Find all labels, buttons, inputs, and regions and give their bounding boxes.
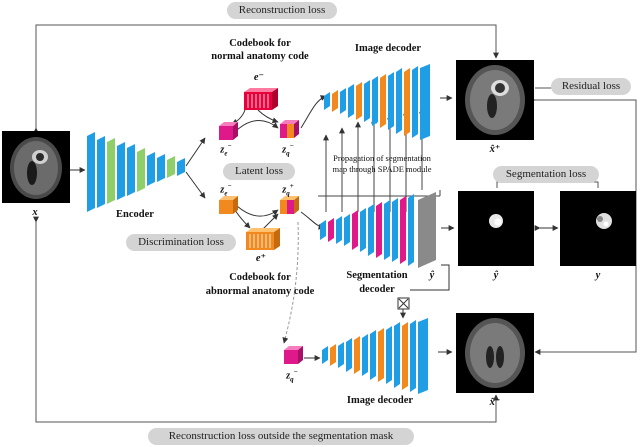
symbol-zq-minus-bottom: zq− bbox=[286, 368, 298, 384]
output-brain-scan-minus bbox=[456, 313, 534, 393]
discrimination-loss-pill: Discrimination loss bbox=[126, 234, 236, 251]
latent-ze-minus-mid bbox=[219, 196, 238, 214]
symbol-y-hat-left: ŷ bbox=[429, 270, 435, 281]
codebook-normal-title-1: Codebook for bbox=[229, 38, 291, 49]
symbol-x: x bbox=[32, 207, 38, 218]
encoder-block bbox=[87, 132, 185, 212]
latent-zq-minus-bottom bbox=[284, 346, 303, 364]
reconstruction-outside-loss-pill: Reconstruction loss outside the segmenta… bbox=[148, 428, 414, 445]
symbol-zq-minus-top: zq− bbox=[282, 142, 294, 158]
symbol-y: y bbox=[595, 270, 601, 281]
symbol-ze-minus-mid: ze− bbox=[220, 182, 232, 198]
ground-truth-mask bbox=[560, 191, 636, 266]
image-decoder-top-label: Image decoder bbox=[354, 43, 422, 54]
symbol-ze-minus-top-base: z bbox=[220, 144, 225, 156]
symbol-e-plus: e⁺ bbox=[255, 253, 267, 264]
reconstruction-loop bbox=[33, 24, 499, 134]
encoder-label: Encoder bbox=[116, 209, 154, 220]
latent-loss-pill: Latent loss bbox=[223, 163, 295, 180]
latent-zq-plus-mid bbox=[280, 196, 299, 214]
spade-label-2: map through SPADE module bbox=[332, 164, 432, 174]
symbol-ze-minus-mid-base: z bbox=[220, 184, 225, 196]
predicted-mask bbox=[458, 191, 534, 266]
symbol-zq-plus-mid: zq+ bbox=[282, 182, 294, 198]
latent-zq-minus-top bbox=[280, 120, 299, 138]
symbol-x-hat-minus: x̂⁻ bbox=[489, 397, 501, 408]
symbol-y-hat: ŷ bbox=[493, 270, 499, 281]
codebook-normal bbox=[244, 88, 278, 110]
symbol-zq-minus-bottom-base: z bbox=[286, 370, 291, 382]
spade-label-1: Propagation of segmentation bbox=[333, 153, 431, 163]
input-brain-scan bbox=[2, 131, 70, 203]
image-decoder-top-block bbox=[324, 64, 430, 140]
symbol-e-minus: e⁻ bbox=[253, 72, 265, 83]
symbol-ze-minus-top: ze− bbox=[220, 142, 232, 158]
image-decoder-bottom-label: Image decoder bbox=[346, 395, 414, 406]
segmentation-decoder-block bbox=[320, 192, 436, 268]
symbol-zq-minus-top-base: z bbox=[282, 144, 287, 156]
output-brain-scan-plus bbox=[456, 60, 534, 140]
image-decoder-bottom-block bbox=[322, 318, 428, 394]
segmentation-decoder-label-1: Segmentation bbox=[346, 270, 408, 281]
reconstruction-outside-loop bbox=[33, 216, 499, 423]
codebook-abnormal-title-1: Codebook for bbox=[229, 272, 291, 283]
codebook-abnormal-title-2: abnormal anatomy code bbox=[205, 286, 315, 297]
segmentation-loss-pill: Segmentation loss bbox=[493, 166, 599, 183]
residual-loss-pill: Residual loss bbox=[551, 78, 631, 95]
reconstruction-loss-pill: Reconstruction loss bbox=[227, 2, 337, 19]
symbol-x-hat-plus: x̂⁺ bbox=[489, 144, 501, 155]
codebook-normal-title-2: normal anatomy code bbox=[211, 51, 309, 62]
codebook-abnormal bbox=[246, 228, 280, 250]
residual-loop bbox=[529, 97, 637, 355]
segmentation-decoder-label-2: decoder bbox=[359, 284, 395, 295]
symbol-zq-plus-mid-base: z bbox=[282, 184, 287, 196]
latent-ze-minus-top bbox=[219, 122, 238, 140]
